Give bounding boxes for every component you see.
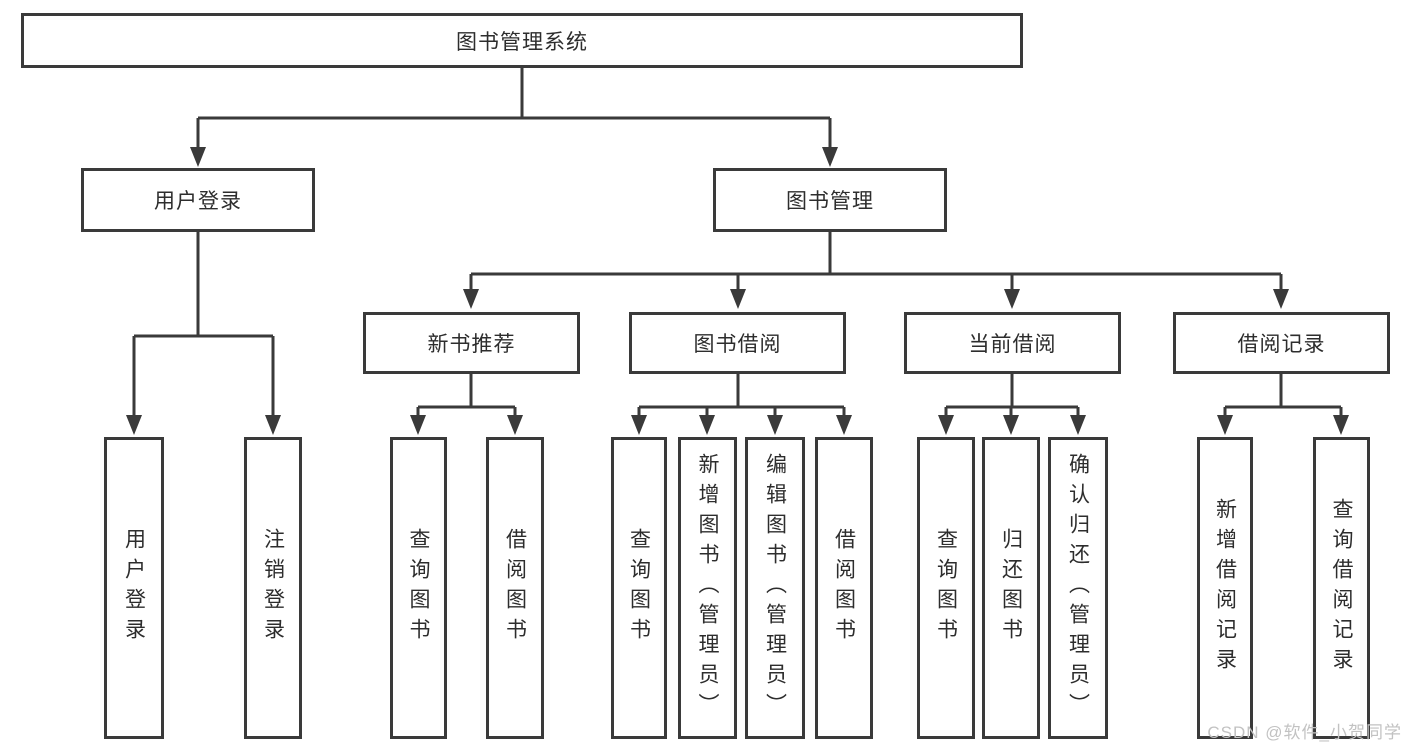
leaf-user-login-label: 用户登录 [122, 528, 146, 648]
leaf-add-borrow-record: 新增借阅记录 [1197, 437, 1253, 739]
leaf-return-book: 归还图书 [982, 437, 1040, 739]
leaf-edit-book-admin-label: 编辑图书（管理员） [763, 453, 787, 723]
leaf-edit-book-admin: 编辑图书（管理员） [745, 437, 805, 739]
leaf-query-book-borrow: 查询图书 [611, 437, 667, 739]
node-current-borrow: 当前借阅 [904, 312, 1121, 374]
node-book-management: 图书管理 [713, 168, 947, 232]
node-root: 图书管理系统 [21, 13, 1023, 68]
node-user-login-label: 用户登录 [154, 190, 242, 213]
node-borrow-records-label: 借阅记录 [1237, 333, 1326, 356]
leaf-borrow-book-recommend: 借阅图书 [486, 437, 544, 739]
leaf-borrow-book-recommend-label: 借阅图书 [503, 528, 527, 648]
leaf-logout: 注销登录 [244, 437, 302, 739]
leaf-query-book-recommend: 查询图书 [390, 437, 447, 739]
leaf-confirm-return-admin: 确认归还（管理员） [1048, 437, 1108, 739]
node-current-borrow-label: 当前借阅 [968, 333, 1057, 356]
leaf-add-borrow-record-label: 新增借阅记录 [1213, 498, 1237, 678]
node-book-borrow-label: 图书借阅 [693, 333, 782, 356]
leaf-query-borrow-record-label: 查询借阅记录 [1330, 498, 1353, 678]
leaf-add-book-admin: 新增图书（管理员） [678, 437, 737, 739]
node-book-borrow: 图书借阅 [629, 312, 846, 374]
leaf-return-book-label: 归还图书 [999, 528, 1023, 648]
leaf-add-book-admin-label: 新增图书（管理员） [696, 453, 719, 723]
leaf-borrow-book-label: 借阅图书 [832, 528, 856, 648]
node-borrow-records: 借阅记录 [1173, 312, 1390, 374]
node-new-book-recommend: 新书推荐 [363, 312, 580, 374]
leaf-query-book-recommend-label: 查询图书 [407, 528, 430, 648]
leaf-query-borrow-record: 查询借阅记录 [1313, 437, 1370, 739]
leaf-query-book-borrow-label: 查询图书 [627, 528, 651, 648]
node-root-label: 图书管理系统 [456, 30, 588, 54]
leaf-query-book-current: 查询图书 [917, 437, 975, 739]
node-user-login: 用户登录 [81, 168, 315, 232]
leaf-confirm-return-admin-label: 确认归还（管理员） [1066, 453, 1090, 723]
node-book-management-label: 图书管理 [786, 190, 874, 213]
leaf-user-login: 用户登录 [104, 437, 164, 739]
leaf-query-book-current-label: 查询图书 [934, 528, 958, 648]
leaf-borrow-book: 借阅图书 [815, 437, 873, 739]
node-new-book-recommend-label: 新书推荐 [427, 333, 516, 356]
csdn-watermark: CSDN @软件_小贺同学 [1207, 723, 1402, 742]
leaf-logout-label: 注销登录 [261, 528, 285, 648]
